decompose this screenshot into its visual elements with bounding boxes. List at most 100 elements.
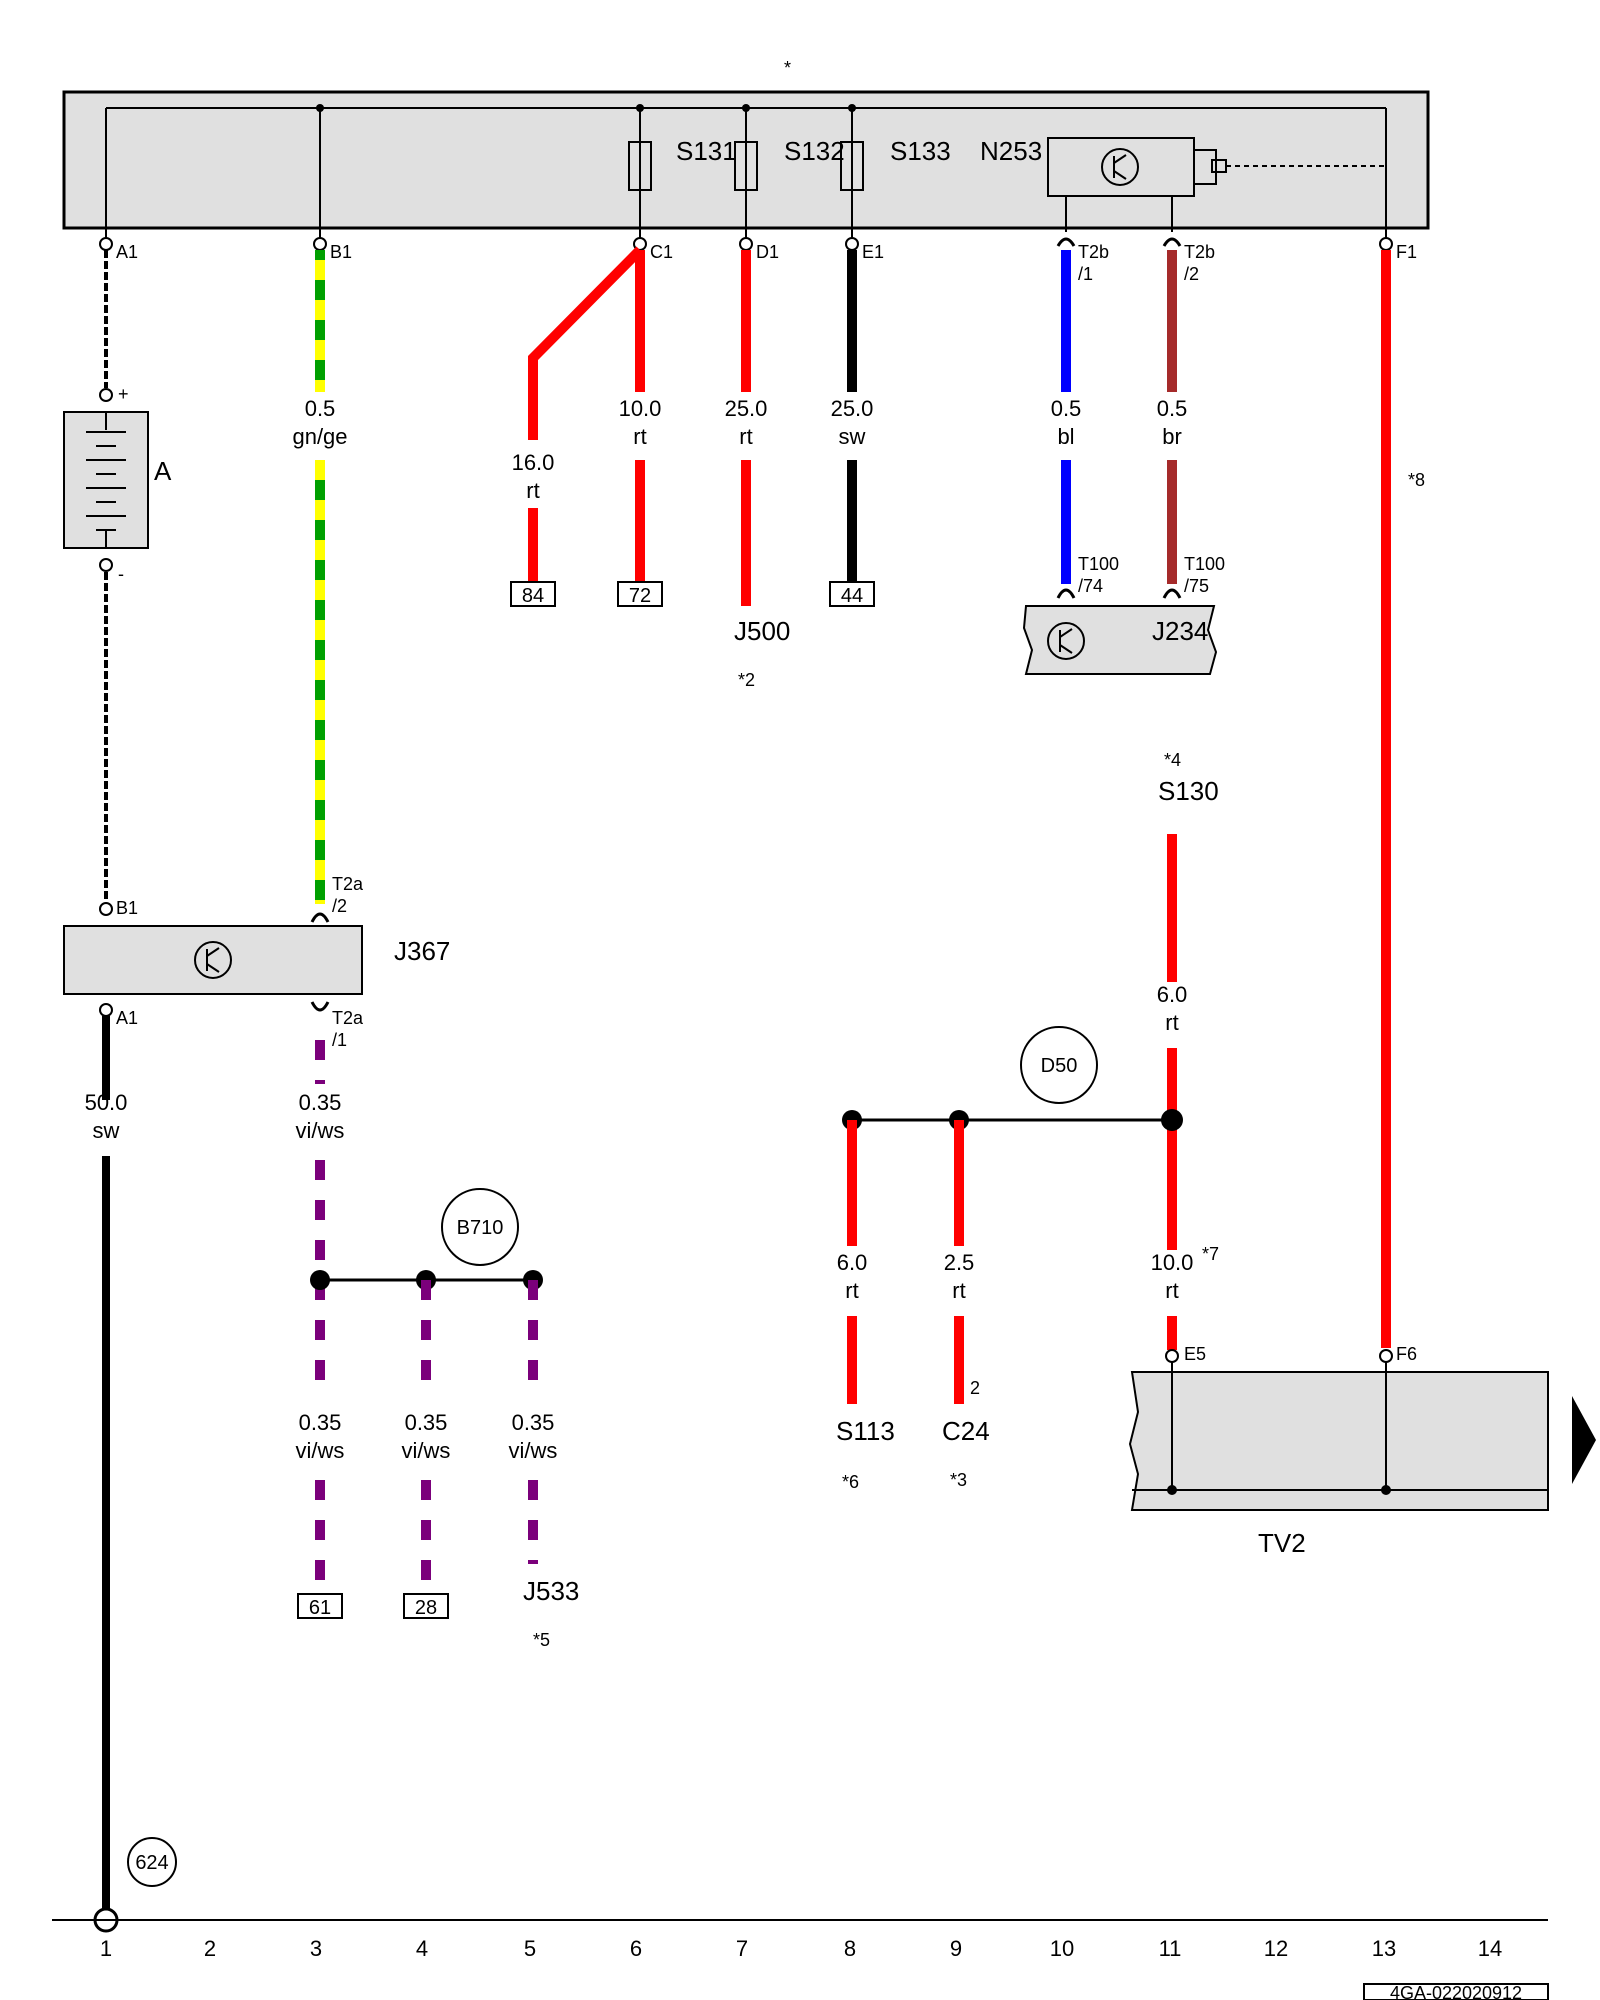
wire-d1-lower <box>741 460 751 606</box>
column-number: 6 <box>630 1936 642 1961</box>
w-d1-color: rt <box>739 424 752 449</box>
pin-a1-top: A1 <box>116 242 138 262</box>
tv2-f6-label: F6 <box>1396 1344 1417 1364</box>
pin-t2a1: T2a <box>332 1008 364 1028</box>
wire-vi-j533 <box>528 1476 538 1564</box>
note-8: *8 <box>1408 470 1425 490</box>
j367-box <box>63 925 363 995</box>
pin-d1-top: D1 <box>756 242 779 262</box>
w-c1a-size: 16.0 <box>512 450 555 475</box>
pin-t2b1: T2b <box>1078 242 1109 262</box>
w-c24-size: 2.5 <box>944 1250 975 1275</box>
pin-f1-top: F1 <box>1396 242 1417 262</box>
w-vi2-size: 0.35 <box>299 1410 342 1435</box>
note-4: *4 <box>1164 750 1181 770</box>
battery-minus-pin <box>99 558 113 572</box>
w-vi1-color: vi/ws <box>296 1118 345 1143</box>
tv2-f6-pin <box>1379 1349 1393 1363</box>
wire-s113-upper <box>847 1120 857 1246</box>
ref-61: 61 <box>309 1597 331 1619</box>
ref-28: 28 <box>415 1597 437 1619</box>
column-number: 3 <box>310 1936 322 1961</box>
wire-c24-lower <box>954 1316 964 1404</box>
w-bl-size: 0.5 <box>1051 396 1082 421</box>
column-number: 9 <box>950 1936 962 1961</box>
ref-72-box <box>617 581 663 607</box>
w-s113-size: 6.0 <box>837 1250 868 1275</box>
n253-transistor-icon <box>1101 148 1139 186</box>
tv2-box <box>1128 1371 1549 1511</box>
d50-label: D50 <box>1041 1055 1078 1077</box>
connector-arcs-t100 <box>1056 588 1182 599</box>
ref-84-box <box>510 581 556 607</box>
column-number: 13 <box>1372 1936 1396 1961</box>
continue-arrow-icon[interactable] <box>1572 1396 1596 1484</box>
w-vi2-color: vi/ws <box>296 1438 345 1463</box>
wire-c1-10-lower <box>635 460 645 582</box>
pin-t2a2: T2a <box>332 874 364 894</box>
drawing-number: 4GA-022020912 <box>1390 1983 1522 2000</box>
t2a1-arc <box>310 1001 330 1012</box>
w-vi1-size: 0.35 <box>299 1090 342 1115</box>
column-numbers: 1 2 3 4 5 6 7 8 9 10 11 12 13 14 <box>100 1936 1502 1961</box>
pin-t100-74: T100 <box>1078 554 1119 574</box>
battery-box <box>63 411 149 549</box>
w-vi4-size: 0.35 <box>512 1410 555 1435</box>
pin-c1-top: C1 <box>650 242 673 262</box>
j234-label: J234 <box>1152 616 1208 646</box>
tv2-e5-label: E5 <box>1184 1344 1206 1364</box>
pin-t2b2-sub: /2 <box>1184 264 1199 284</box>
w-vi4-color: vi/ws <box>509 1438 558 1463</box>
column-number: 4 <box>416 1936 428 1961</box>
wire-bl-lower <box>1061 460 1071 584</box>
j367-b1-pin <box>99 902 113 916</box>
w-gnd-color: sw <box>93 1118 120 1143</box>
pin-t100-74-sub: /74 <box>1078 576 1103 596</box>
w-bl-color: bl <box>1057 424 1074 449</box>
w-vi3-color: vi/ws <box>402 1438 451 1463</box>
ref-84: 84 <box>522 585 544 607</box>
wire-c1-16-lower <box>528 512 538 582</box>
title-marker: * <box>784 58 791 78</box>
wire-vi-top <box>315 1020 325 1084</box>
n253-label: N253 <box>980 136 1042 166</box>
w-c1a-color: rt <box>526 478 539 503</box>
pin-t2a2-sub: /2 <box>332 896 347 916</box>
battery-icon <box>86 412 126 548</box>
w-d1-size: 25.0 <box>725 396 768 421</box>
w-s130-color: rt <box>1165 1010 1178 1035</box>
column-number: 8 <box>844 1936 856 1961</box>
w-b1-size: 0.5 <box>305 396 336 421</box>
battery-plus-label: + <box>118 384 129 404</box>
j367-a1-pin <box>99 1003 113 1017</box>
wire-ground-lower <box>102 1156 110 1918</box>
column-number: 7 <box>736 1936 748 1961</box>
pin-t2b2: T2b <box>1184 242 1215 262</box>
battery-label: A <box>154 456 172 486</box>
tv2-e5-pin <box>1165 1349 1179 1363</box>
wire-s113-lower <box>847 1316 857 1404</box>
ref-28-box <box>403 1593 449 1619</box>
wire-vi-61 <box>315 1476 325 1594</box>
w-c24-color: rt <box>952 1278 965 1303</box>
battery-minus-label: - <box>118 564 124 584</box>
wire-f1 <box>1381 250 1391 1348</box>
c24-pin-label: 2 <box>970 1378 980 1398</box>
w-b1-color: gn/ge <box>292 424 347 449</box>
w-s130-size: 6.0 <box>1157 982 1188 1007</box>
fuse-s133-label: S133 <box>890 136 951 166</box>
w-c1b-color: rt <box>633 424 646 449</box>
wire-e1-lower <box>847 460 857 582</box>
fuse-s132-symbol <box>734 141 758 191</box>
s113-label: S113 <box>836 1416 895 1446</box>
ref-44-box <box>829 581 875 607</box>
wire-d1-upper <box>741 250 751 392</box>
d50-circle <box>1020 1026 1098 1104</box>
ref-61-box <box>297 1593 343 1619</box>
w-s113-color: rt <box>845 1278 858 1303</box>
ground-624-circle <box>127 1837 177 1887</box>
w-c1b-size: 10.0 <box>619 396 662 421</box>
wire-b1-upper <box>315 250 325 392</box>
connector-arcs-t2b <box>1056 237 1182 247</box>
